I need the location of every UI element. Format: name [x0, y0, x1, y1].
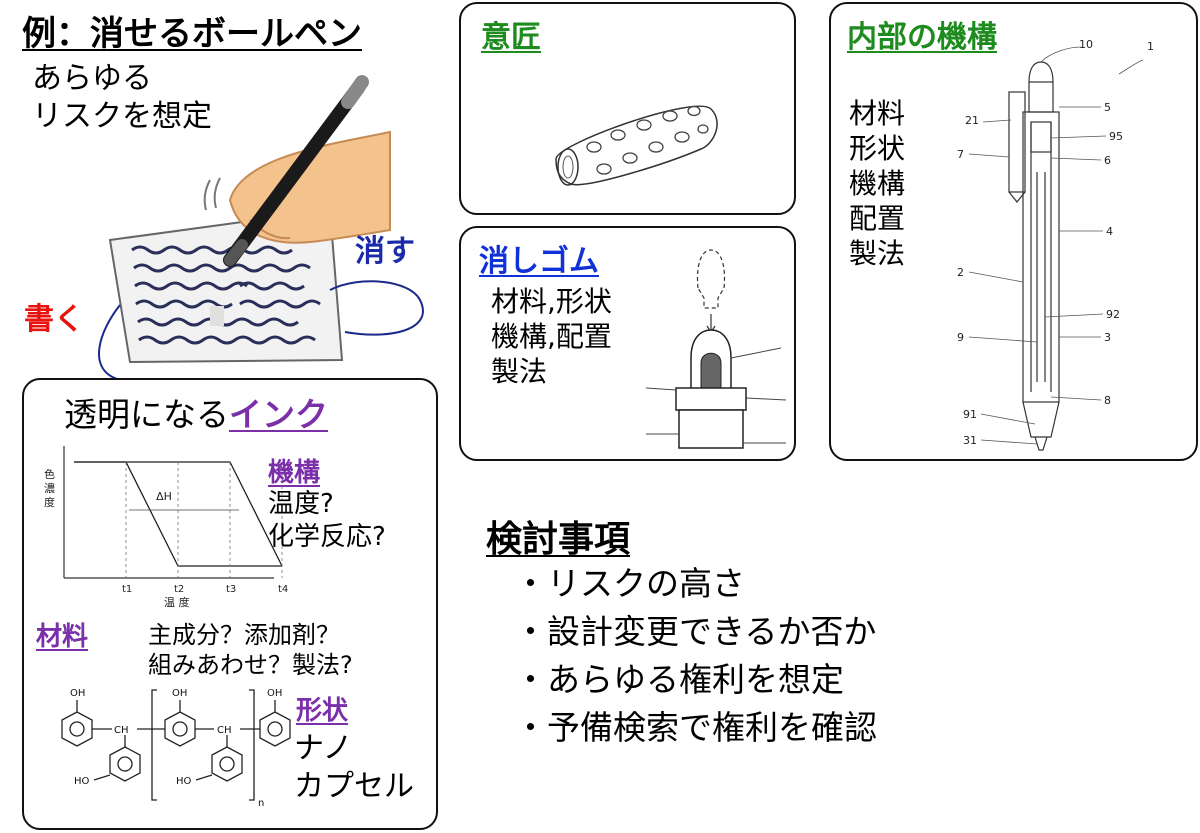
callout-label: 1 — [1147, 40, 1154, 53]
mechanism-box: 内部の機構 材料 形状 機構 配置 製法 — [829, 2, 1198, 461]
consideration-text: あらゆる権利を想定 — [547, 660, 844, 699]
x-tick-label: t2 — [174, 584, 184, 595]
erase-label: 消す — [355, 234, 415, 269]
consideration-item: ・設計変更できるか否か — [514, 612, 877, 651]
hysteresis-curve-heating — [74, 461, 283, 567]
mechanism-item: 機構 — [849, 167, 906, 200]
callout-label: 21 — [965, 114, 979, 127]
ink-material-item: 組みあわせ？製法? — [148, 651, 353, 679]
consideration-text: 予備検索で権利を確認 — [547, 708, 877, 747]
x-axis-label: 温 度 — [164, 595, 190, 609]
callout-label: 31 — [963, 434, 977, 447]
x-tick-label: t3 — [226, 584, 236, 595]
mechanism-items: 材料 形状 機構 配置 製法 — [849, 96, 905, 271]
ink-material-label: 材料 — [36, 622, 89, 652]
x-tick-label: t4 — [278, 584, 288, 595]
callout-label: 9 — [957, 331, 964, 344]
ho-label: HO — [74, 776, 90, 787]
eraser-box: 消しゴム 材料,形状 機構,配置 製法 — [459, 226, 796, 461]
ink-material-item: 主成分？添加剤？ — [148, 621, 340, 649]
y-axis-label-char: 度 — [44, 495, 55, 509]
eraser-item: 機構,配置 — [491, 320, 612, 353]
risk-text: あらゆる リスクを想定 — [32, 60, 212, 135]
delta-h-annotation: ΔH — [156, 490, 172, 503]
y-axis-label: 色濃度 — [44, 467, 55, 509]
callout-label: 8 — [1104, 394, 1111, 407]
callout-label: 5 — [1104, 101, 1111, 114]
ink-mechanism-label: 機構 — [268, 458, 321, 488]
consideration-item: ・あらゆる権利を想定 — [514, 660, 844, 699]
ink-shape-item: ナノ — [294, 731, 353, 766]
mechanism-item: 形状 — [849, 132, 906, 165]
considerations-list: ・リスクの高さ ・設計変更できるか否か ・あらゆる権利を想定 ・予備検索で権利を… — [514, 560, 877, 752]
consideration-text: 設計変更できるか否か — [547, 612, 877, 651]
ch-label: CH — [217, 725, 232, 736]
callout-label: 92 — [1106, 308, 1120, 321]
risk-line: リスクを想定 — [32, 98, 212, 134]
oh-label: OH — [267, 688, 282, 699]
callout-label: 95 — [1109, 130, 1123, 143]
consideration-item: ・リスクの高さ — [514, 564, 745, 603]
callout-label: 10 — [1079, 38, 1093, 51]
ink-heading-accent: インク — [229, 395, 328, 434]
ink-shape-label: 形状 — [296, 696, 349, 726]
ink-heading: 透明になるインク — [64, 388, 328, 436]
n-label: n — [258, 798, 264, 809]
y-axis-label-char: 色 — [44, 467, 55, 481]
pen-cross-section-drawing: 10 1 21 5 95 7 6 4 2 92 9 3 8 91 31 — [957, 38, 1154, 451]
oh-label: OH — [172, 688, 187, 699]
x-tick-label: t1 — [122, 584, 132, 595]
write-label: 書く — [24, 302, 84, 337]
callout-label: 7 — [957, 148, 964, 161]
ink-heading-plain: 透明になる — [64, 395, 229, 434]
mechanism-heading: 内部の機構 — [847, 20, 997, 55]
ink-mechanism-item: 温度? — [268, 489, 334, 519]
eraser-heading: 消しゴム — [479, 244, 599, 279]
ink-shape-items: ナノ カプセル — [294, 730, 414, 805]
callout-label: 4 — [1106, 225, 1113, 238]
consideration-item: ・予備検索で権利を確認 — [514, 708, 877, 747]
y-axis-label-char: 濃 — [44, 481, 55, 495]
eraser-item: 製法 — [491, 355, 548, 388]
color-density-chart: 色濃度 温 度 t1 t2 t3 t4 ΔH — [44, 446, 288, 609]
ink-box: 透明になるインク 色濃度 温 度 t1 t2 t3 t4 ΔH 機構 温度? 化学反応… — [22, 378, 438, 830]
callout-label: 3 — [1104, 331, 1111, 344]
consideration-text: リスクの高さ — [547, 564, 745, 603]
oh-label: OH — [70, 688, 85, 699]
mechanism-item: 材料 — [849, 97, 906, 130]
mechanism-item: 製法 — [849, 237, 906, 270]
design-box: 意匠 — [459, 2, 796, 215]
risk-line: あらゆる — [32, 61, 152, 96]
ink-shape-item: カプセル — [294, 768, 414, 804]
hysteresis-curve-cooling — [74, 461, 282, 567]
page-title: 例：消せるボールペン — [22, 14, 362, 54]
eraser-cap-drawing — [645, 249, 787, 449]
ink-material-items: 主成分？添加剤？ 組みあわせ？製法? — [148, 620, 353, 680]
callout-label: 2 — [957, 266, 964, 279]
ch-label: CH — [114, 725, 129, 736]
mechanism-item: 配置 — [849, 202, 906, 235]
chemical-structure-drawing: OH OH OH CH CH HO HO n — [61, 688, 291, 809]
ink-mechanism-item: 化学反応? — [268, 521, 386, 552]
eraser-items: 材料,形状 機構,配置 製法 — [491, 284, 612, 389]
eraser-grip-drawing — [555, 105, 718, 186]
design-heading: 意匠 — [481, 20, 541, 55]
eraser-item: 材料,形状 — [491, 285, 612, 318]
pen-writing-illustration — [98, 75, 424, 381]
callout-label: 6 — [1104, 154, 1111, 167]
considerations-heading: 検討事項 — [486, 519, 631, 560]
ink-mechanism-items: 温度? 化学反応? — [268, 488, 386, 553]
callout-label: 91 — [963, 408, 977, 421]
ho-label: HO — [176, 776, 192, 787]
